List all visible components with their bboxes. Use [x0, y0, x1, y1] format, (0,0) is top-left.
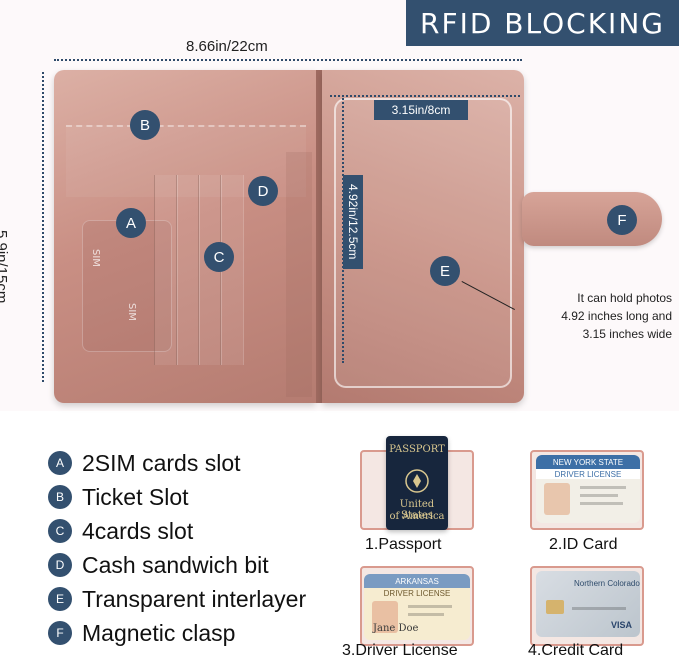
marker-b: B	[130, 110, 160, 140]
legend-badge-e: E	[48, 587, 72, 611]
legend-badge-f: F	[48, 621, 72, 645]
legend-badge-a: A	[48, 451, 72, 475]
credit-card-number-line	[572, 607, 626, 610]
driver-license-signature: Jane Doe	[373, 623, 419, 634]
photo-height-label: 4.92in/12.5cm	[343, 175, 363, 269]
height-dimension-line	[42, 72, 44, 382]
width-dimension-label: 8.66in/22cm	[186, 38, 268, 55]
legend-row-c: C 4cards slot	[48, 514, 348, 548]
cash-pocket	[286, 152, 312, 397]
width-dimension-line	[54, 59, 522, 61]
legend-row-d: D Cash sandwich bit	[48, 548, 348, 582]
id-card-subtitle: DRIVER LICENSE	[536, 469, 640, 479]
legend-text-f: Magnetic clasp	[82, 619, 236, 646]
rfid-blocking-banner: RFID BLOCKING	[406, 0, 679, 46]
driver-license-text-line-1	[408, 605, 452, 608]
legend-badge-d: D	[48, 553, 72, 577]
transparent-photo-window	[334, 98, 512, 388]
legend-text-c: 4cards slot	[82, 517, 194, 544]
id-card-title: NEW YORK STATE	[536, 455, 640, 469]
legend-text-a: 2SIM cards slot	[82, 449, 241, 476]
id-text-line-2	[580, 494, 618, 497]
passport-country-line2: of America	[389, 511, 445, 522]
magnetic-clasp	[522, 192, 662, 246]
photo-capacity-note: It can hold photos 4.92 inches long and …	[520, 289, 672, 343]
driver-license-card: ARKANSAS DRIVER LICENSE Jane Doe	[364, 574, 470, 640]
marker-e: E	[430, 256, 460, 286]
note-line-2: 4.92 inches long and	[561, 309, 672, 323]
note-line-3: 3.15 inches wide	[582, 327, 672, 341]
legend-badge-c: C	[48, 519, 72, 543]
passport-wallet: SIM SIM	[54, 70, 662, 403]
passport-booklet: PASSPORT United States of America	[386, 436, 448, 530]
driver-license-subtitle: DRIVER LICENSE	[364, 588, 470, 598]
note-line-1: It can hold photos	[577, 291, 672, 305]
marker-a: A	[116, 208, 146, 238]
passport-title: PASSPORT	[389, 444, 445, 455]
card-slot-2	[176, 175, 200, 365]
legend-text-e: Transparent interlayer	[82, 585, 307, 612]
id-card-label: 2.ID Card	[549, 536, 618, 553]
sim-card-slot: SIM SIM	[82, 220, 172, 352]
passport-country-line1: United States	[399, 499, 435, 521]
credit-card-bank: Northern Colorado	[574, 579, 640, 588]
card-slot-1	[154, 175, 178, 365]
id-card: NEW YORK STATE DRIVER LICENSE	[536, 455, 640, 523]
credit-card-chip-icon	[546, 600, 564, 614]
wallet-left-panel	[54, 70, 316, 403]
driver-license-text-line-2	[408, 613, 444, 616]
legend-row-f: F Magnetic clasp	[48, 616, 348, 650]
marker-c: C	[204, 242, 234, 272]
marker-d: D	[248, 176, 278, 206]
id-text-line-3	[580, 502, 623, 505]
legend-row-a: A 2SIM cards slot	[48, 446, 348, 480]
sim-label-2: SIM	[126, 303, 137, 321]
credit-card-label: 4.Credit Card	[528, 642, 624, 659]
legend-text-b: Ticket Slot	[82, 483, 189, 510]
marker-f: F	[607, 205, 637, 235]
legend-badge-b: B	[48, 485, 72, 509]
legend-text-d: Cash sandwich bit	[82, 551, 269, 578]
id-photo	[544, 483, 570, 515]
feature-legend: A 2SIM cards slot B Ticket Slot C 4cards…	[48, 446, 348, 650]
id-text-line-1	[580, 486, 626, 489]
driver-license-title: ARKANSAS	[364, 574, 470, 588]
photo-width-label: 3.15in/8cm	[374, 100, 468, 120]
passport-label: 1.Passport	[365, 536, 442, 553]
credit-card: Northern Colorado VISA	[536, 571, 640, 637]
credit-card-brand: VISA	[610, 620, 632, 630]
height-dimension-label: 5.9in/15cm	[0, 230, 10, 304]
driver-license-label: 3.Driver License	[342, 642, 458, 659]
sim-label-1: SIM	[90, 249, 101, 267]
legend-row-e: E Transparent interlayer	[48, 582, 348, 616]
eagle-emblem-icon	[405, 469, 429, 493]
photo-width-dimension-line	[330, 95, 520, 97]
driver-license-photo	[372, 601, 398, 633]
wallet-spine	[316, 70, 322, 403]
legend-row-b: B Ticket Slot	[48, 480, 348, 514]
